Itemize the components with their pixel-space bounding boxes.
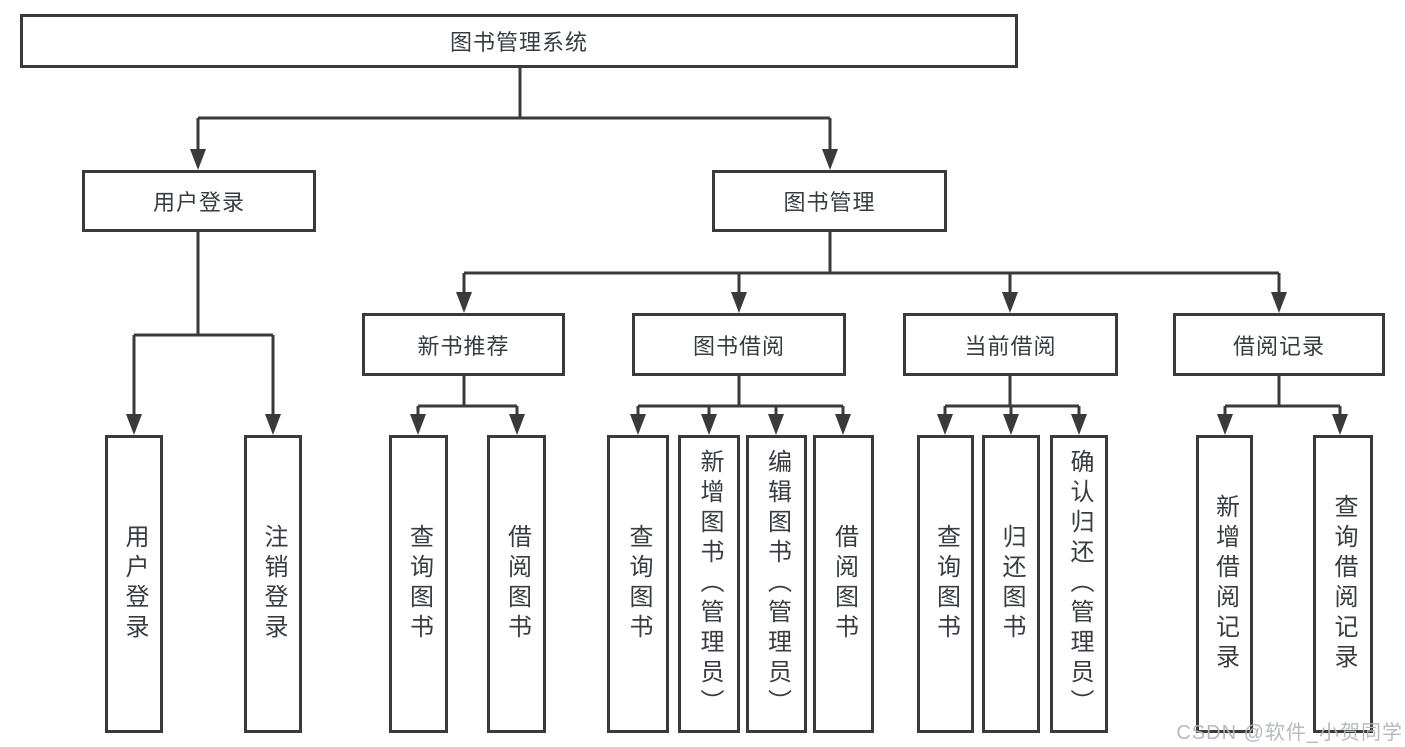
- arrowheads-borrow-records-branch: [1217, 414, 1348, 435]
- leaf-br-add-record: 新增借阅记录: [1196, 435, 1253, 733]
- arrowheads-book-borrow-branch: [630, 414, 851, 435]
- edges-root-to-level1: [196, 68, 832, 151]
- leaf-br-query-record: 查询借阅记录: [1313, 435, 1373, 733]
- arrowheads-current-borrow-branch: [937, 414, 1087, 435]
- arrowheads-level2: [456, 292, 1287, 313]
- leaf-nb-borrow-books: 借阅图书: [487, 435, 546, 733]
- leaf-bb-borrow-books: 借阅图书: [813, 435, 874, 733]
- leaf-logout: 注销登录: [244, 435, 302, 733]
- leaf-bb-add-books-admin: 新增图书（管理员）: [678, 435, 740, 733]
- arrowheads-user-login-branch: [126, 414, 281, 435]
- node-borrow-records: 借阅记录: [1173, 313, 1385, 376]
- edges-borrow-records-branch: [1223, 376, 1342, 416]
- leaf-cb-return-books: 归还图书: [982, 435, 1040, 733]
- leaf-cb-confirm-return-admin: 确认归还（管理员）: [1050, 435, 1108, 733]
- arrowheads-level1: [190, 149, 838, 170]
- edges-user-login-branch: [132, 232, 275, 416]
- node-user-login: 用户登录: [82, 170, 316, 232]
- node-book-mgmt: 图书管理: [712, 170, 947, 232]
- node-book-borrow: 图书借阅: [632, 313, 846, 376]
- leaf-cb-query-books: 查询图书: [917, 435, 974, 733]
- leaf-user-login: 用户登录: [105, 435, 163, 733]
- csdn-watermark: CSDN @软件_小贺同学: [1176, 722, 1403, 744]
- edges-book-mgmt-to-level2: [462, 232, 1281, 294]
- arrowheads-new-books-branch: [410, 414, 525, 435]
- leaf-nb-query-books: 查询图书: [389, 435, 448, 733]
- leaf-bb-query-books: 查询图书: [607, 435, 669, 733]
- leaf-bb-edit-books-admin: 编辑图书（管理员）: [746, 435, 807, 733]
- node-root: 图书管理系统: [20, 14, 1018, 68]
- edges-current-borrow-branch: [943, 376, 1081, 416]
- edges-new-books-branch: [416, 376, 519, 416]
- node-new-books: 新书推荐: [362, 313, 565, 376]
- edges-book-borrow-branch: [636, 376, 845, 416]
- node-current-borrow: 当前借阅: [903, 313, 1118, 376]
